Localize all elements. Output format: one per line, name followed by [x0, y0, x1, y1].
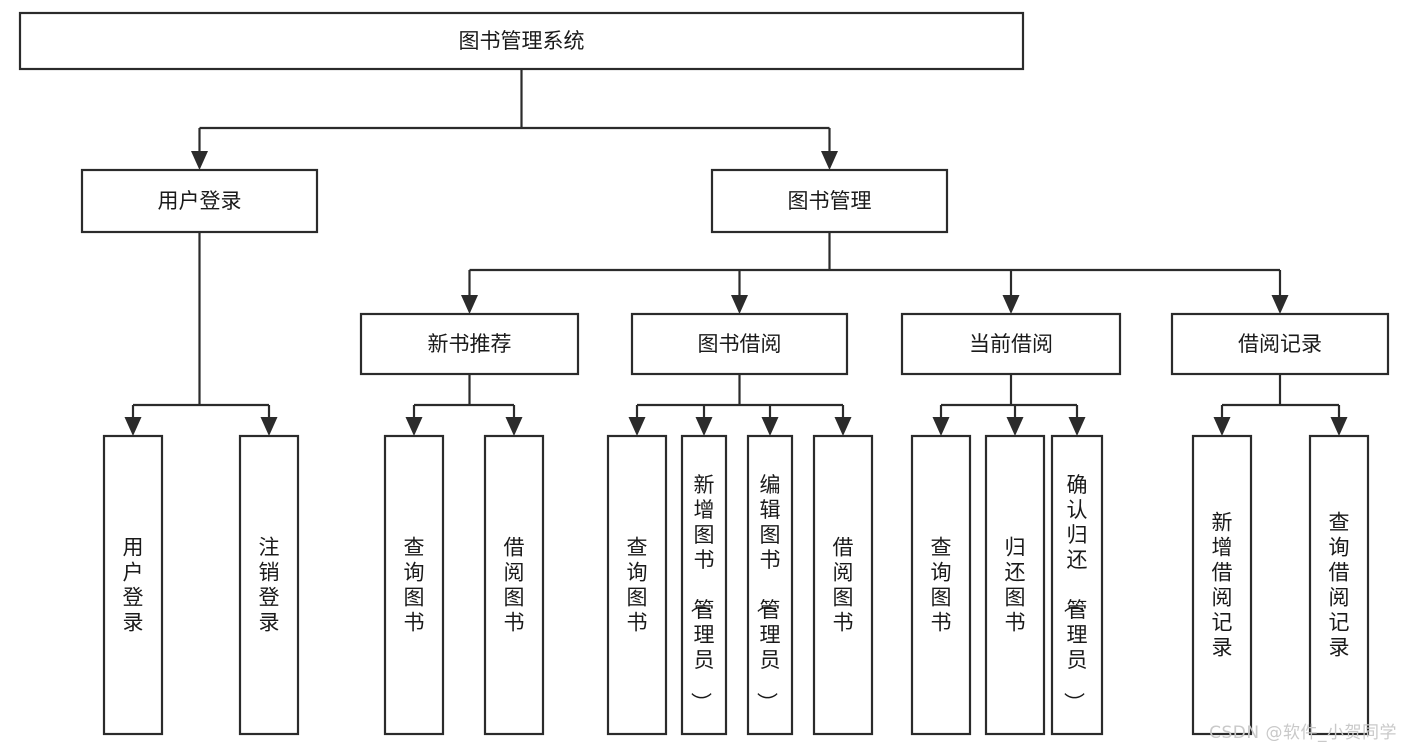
node-book-borrow[interactable]: 图书借阅 — [630, 312, 849, 376]
connector-arrowhead — [191, 151, 208, 170]
watermark-text: CSDN @软件_小贺同学 — [1209, 723, 1397, 743]
node-label-leaf-user-login: 用户登录 — [123, 536, 144, 635]
node-current-borrow[interactable]: 当前借阅 — [900, 312, 1122, 376]
node-leaf-query-book-2[interactable]: 查询图书 — [606, 434, 668, 736]
node-box-leaf-confirm-return[interactable] — [1050, 434, 1104, 736]
node-label-book-borrow: 图书借阅 — [698, 332, 782, 356]
node-leaf-confirm-return[interactable]: 确认归还（管理员） — [1050, 434, 1104, 736]
node-label-new-book-rec: 新书推荐 — [428, 332, 512, 356]
node-label-leaf-query-book-3: 查询图书 — [931, 536, 952, 635]
nodes-layer: 图书管理系统用户登录图书管理新书推荐图书借阅当前借阅借阅记录用户登录注销登录查询… — [18, 11, 1390, 736]
connector-arrowhead — [821, 151, 838, 170]
connector-arrowhead — [1330, 417, 1348, 436]
node-label-leaf-add-book: 新增图书（管理员） — [689, 473, 715, 713]
node-leaf-query-book-3[interactable]: 查询图书 — [910, 434, 972, 736]
connector-arrowhead — [505, 417, 523, 436]
connector-arrowhead — [834, 417, 852, 436]
node-label-user-login: 用户登录 — [158, 189, 242, 213]
connector-arrowhead — [1068, 417, 1086, 436]
node-box-leaf-add-record[interactable] — [1191, 434, 1253, 736]
node-box-leaf-query-book-1[interactable] — [383, 434, 445, 736]
node-new-book-rec[interactable]: 新书推荐 — [359, 312, 580, 376]
node-leaf-return-book[interactable]: 归还图书 — [984, 434, 1046, 736]
connector-arrowhead — [1002, 295, 1020, 314]
node-box-leaf-borrow-book-1[interactable] — [483, 434, 545, 736]
node-label-leaf-edit-book: 编辑图书（管理员） — [755, 473, 781, 713]
node-box-leaf-query-book-3[interactable] — [910, 434, 972, 736]
connector-arrowhead — [260, 417, 278, 436]
node-leaf-query-book-1[interactable]: 查询图书 — [383, 434, 445, 736]
node-label-leaf-query-book-1: 查询图书 — [404, 536, 425, 635]
node-box-leaf-user-logout[interactable] — [238, 434, 300, 736]
connector-arrowhead — [731, 295, 748, 314]
node-box-book-borrow[interactable] — [630, 312, 849, 376]
node-label-leaf-borrow-book-2: 借阅图书 — [833, 536, 854, 635]
connector-arrowhead — [695, 417, 713, 436]
node-box-book-manage[interactable] — [710, 168, 949, 234]
connector-arrowhead — [932, 417, 950, 436]
node-label-leaf-add-record: 新增借阅记录 — [1212, 511, 1233, 660]
connector-arrowhead — [1213, 417, 1231, 436]
node-box-user-login[interactable] — [80, 168, 319, 234]
connector-arrowhead — [461, 295, 478, 314]
node-leaf-borrow-book-1[interactable]: 借阅图书 — [483, 434, 545, 736]
node-root[interactable]: 图书管理系统 — [18, 11, 1025, 71]
node-box-current-borrow[interactable] — [900, 312, 1122, 376]
edges-layer — [124, 69, 1348, 436]
node-box-borrow-record[interactable] — [1170, 312, 1390, 376]
node-box-leaf-query-book-2[interactable] — [606, 434, 668, 736]
connector-arrowhead — [124, 417, 142, 436]
connector-arrowhead — [761, 417, 779, 436]
node-leaf-borrow-book-2[interactable]: 借阅图书 — [812, 434, 874, 736]
node-label-borrow-record: 借阅记录 — [1238, 332, 1322, 356]
node-box-leaf-user-login[interactable] — [102, 434, 164, 736]
node-leaf-user-logout[interactable]: 注销登录 — [238, 434, 300, 736]
node-leaf-add-book[interactable]: 新增图书（管理员） — [680, 434, 728, 736]
node-leaf-add-record[interactable]: 新增借阅记录 — [1191, 434, 1253, 736]
node-box-leaf-edit-book[interactable] — [746, 434, 794, 736]
node-leaf-edit-book[interactable]: 编辑图书（管理员） — [746, 434, 794, 736]
node-box-new-book-rec[interactable] — [359, 312, 580, 376]
connector-arrowhead — [1006, 417, 1024, 436]
connector-arrowhead — [1271, 295, 1289, 314]
node-box-leaf-return-book[interactable] — [984, 434, 1046, 736]
node-box-leaf-add-book[interactable] — [680, 434, 728, 736]
node-label-leaf-borrow-book-1: 借阅图书 — [504, 536, 525, 635]
node-leaf-query-record[interactable]: 查询借阅记录 — [1308, 434, 1370, 736]
connector-arrowhead — [628, 417, 646, 436]
node-label-book-manage: 图书管理 — [788, 189, 872, 213]
node-box-root[interactable] — [18, 11, 1025, 71]
node-label-current-borrow: 当前借阅 — [969, 332, 1053, 356]
node-label-leaf-user-logout: 注销登录 — [259, 536, 280, 635]
connector-arrowhead — [405, 417, 423, 436]
node-label-root: 图书管理系统 — [459, 29, 585, 53]
node-box-leaf-query-record[interactable] — [1308, 434, 1370, 736]
node-borrow-record[interactable]: 借阅记录 — [1170, 312, 1390, 376]
node-leaf-user-login[interactable]: 用户登录 — [102, 434, 164, 736]
node-label-leaf-query-book-2: 查询图书 — [627, 536, 648, 635]
node-label-leaf-confirm-return: 确认归还（管理员） — [1062, 473, 1088, 713]
node-book-manage[interactable]: 图书管理 — [710, 168, 949, 234]
node-user-login[interactable]: 用户登录 — [80, 168, 319, 234]
node-label-leaf-query-record: 查询借阅记录 — [1329, 511, 1350, 660]
node-box-leaf-borrow-book-2[interactable] — [812, 434, 874, 736]
node-label-leaf-return-book: 归还图书 — [1005, 536, 1026, 635]
